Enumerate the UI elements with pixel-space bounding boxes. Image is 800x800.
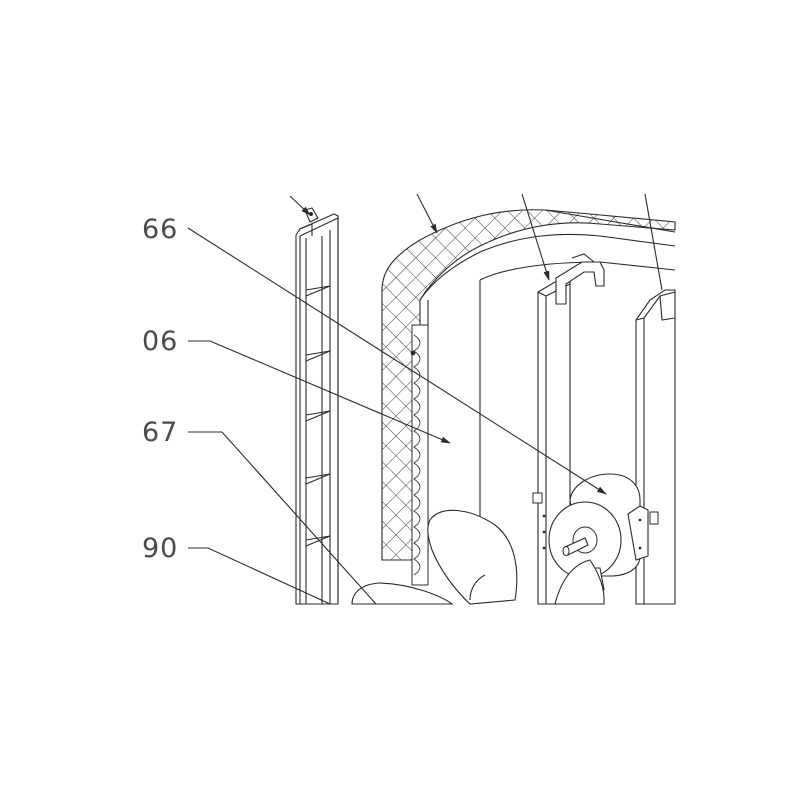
leader-lines bbox=[187, 193, 663, 605]
callout-06: 06 bbox=[142, 326, 178, 357]
fan-motor bbox=[548, 473, 649, 591]
callout-66: 66 bbox=[142, 214, 178, 245]
callout-labels: 66 06 67 90 bbox=[142, 214, 178, 564]
louver-bar bbox=[295, 207, 339, 605]
heater-coil-strip bbox=[410, 324, 429, 586]
callout-90: 90 bbox=[142, 533, 178, 564]
callout-67: 67 bbox=[142, 417, 178, 448]
fan-blades bbox=[351, 509, 605, 605]
louver-teeth bbox=[305, 285, 331, 547]
